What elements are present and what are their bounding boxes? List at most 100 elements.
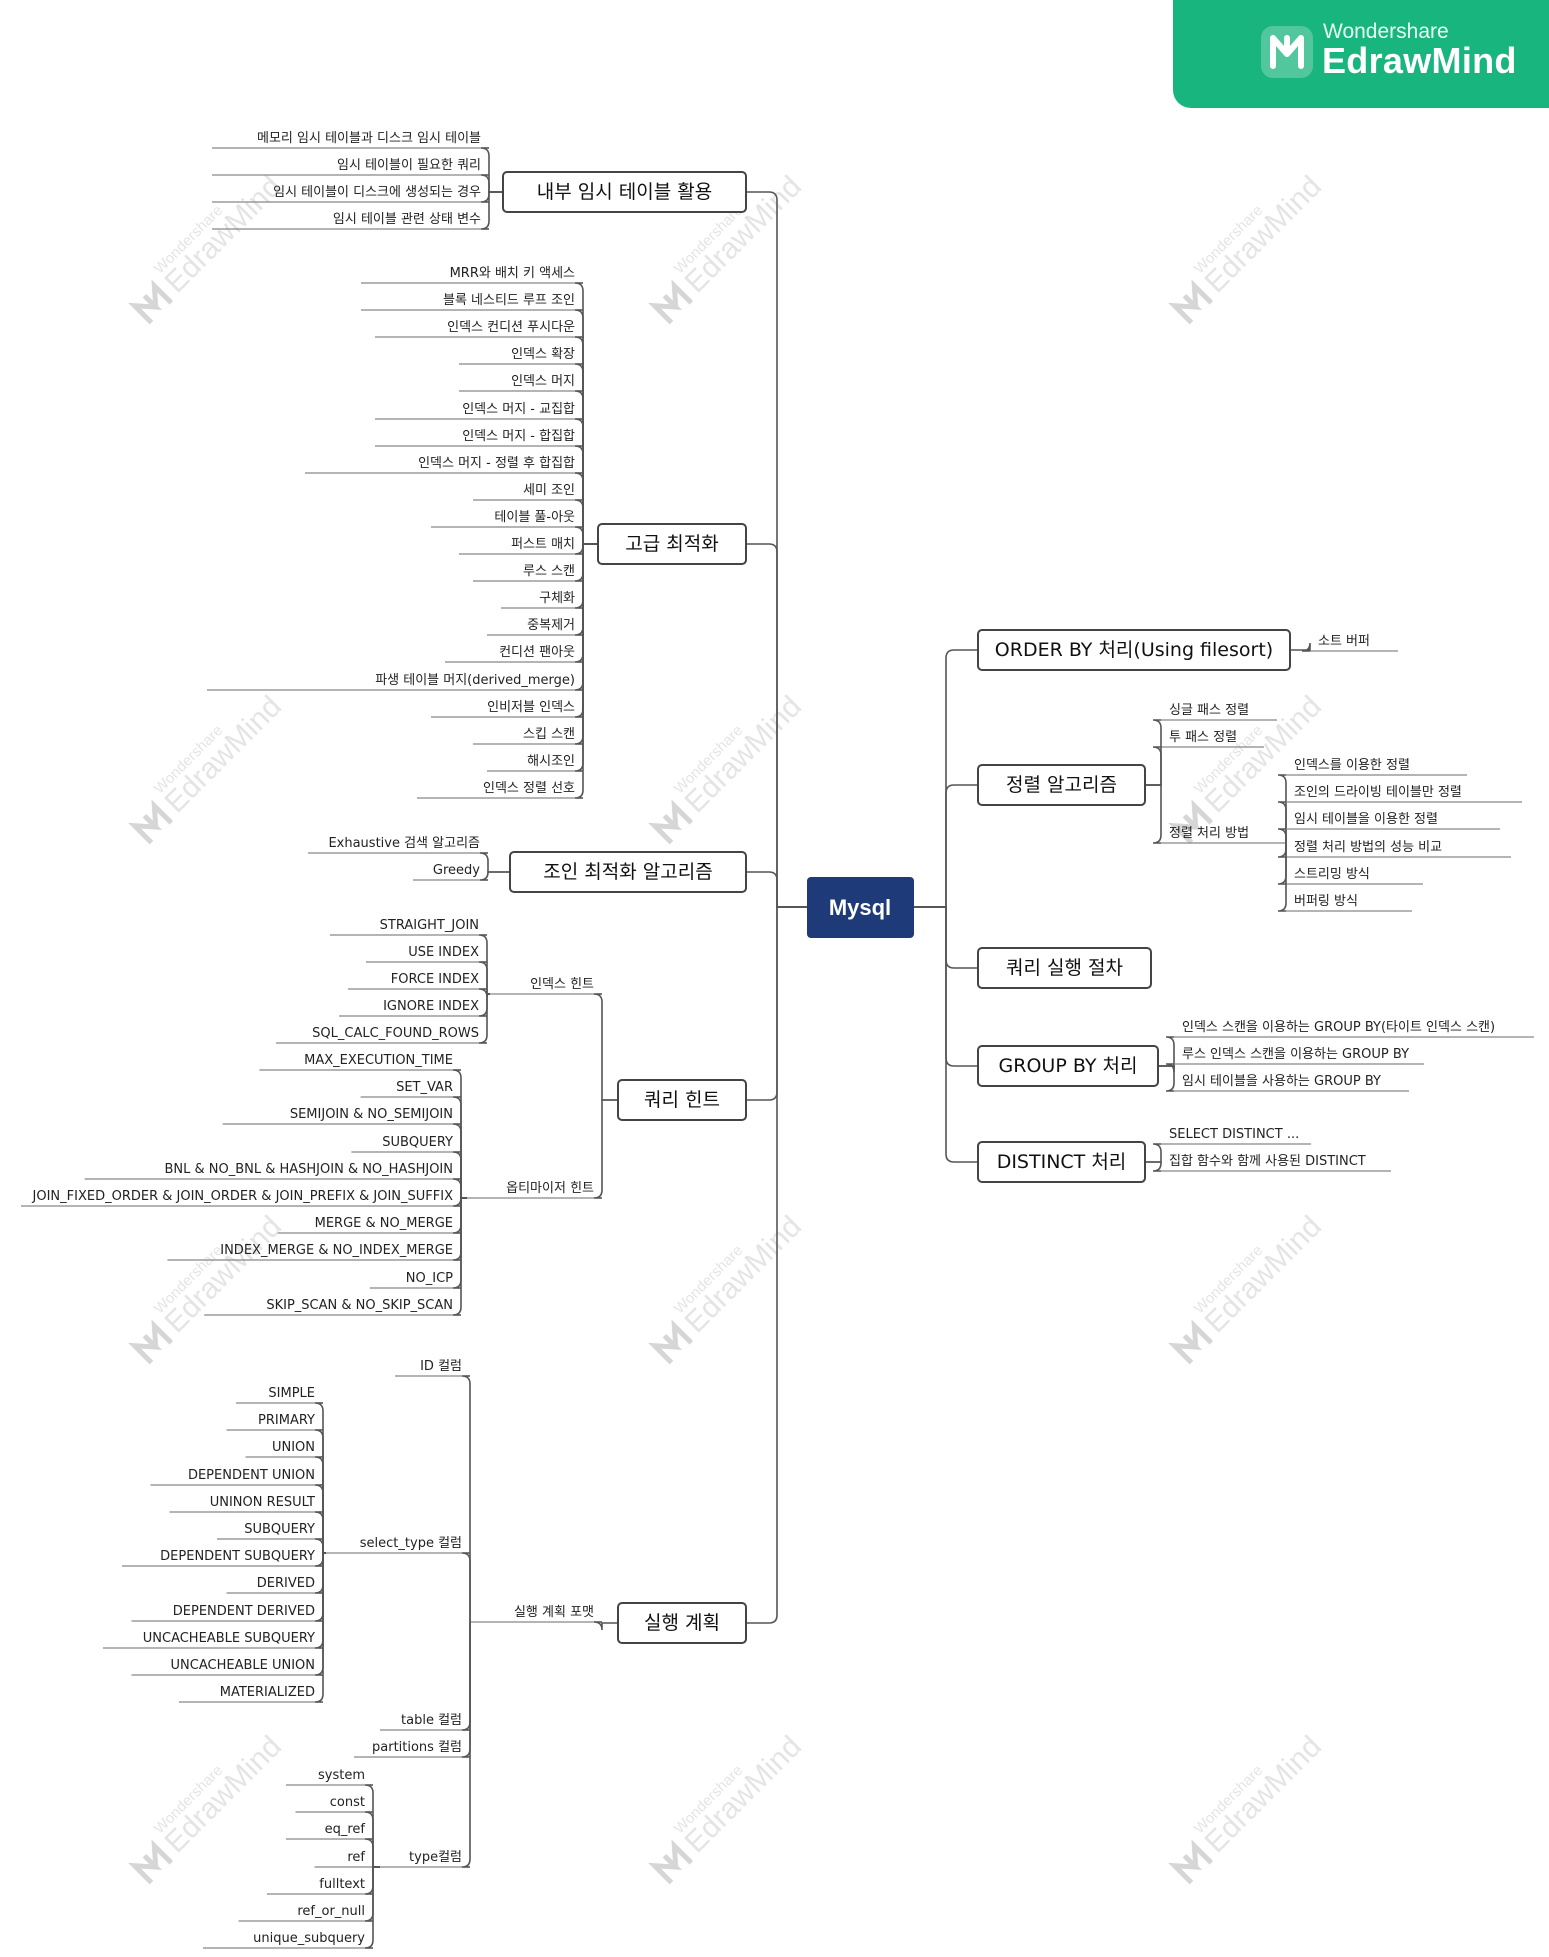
- advanced-item[interactable]: 구체화: [539, 591, 575, 606]
- advanced-item[interactable]: 퍼스트 매치: [511, 537, 575, 552]
- topic-hint[interactable]: 쿼리 힌트: [644, 1089, 720, 1111]
- advanced-item[interactable]: 파생 테이블 머지(derived_merge): [375, 673, 575, 688]
- topic-exec-box[interactable]: [977, 947, 1152, 989]
- optimizer-hint-item[interactable]: SET_VAR: [396, 1080, 453, 1095]
- advanced-item[interactable]: 컨디션 팬아웃: [499, 645, 575, 660]
- type-item[interactable]: ref_or_null: [297, 1904, 365, 1919]
- sort-method-item[interactable]: 조인의 드라이빙 테이블만 정렬: [1294, 785, 1462, 800]
- optimizer-hint-label[interactable]: 옵티마이저 힌트: [506, 1181, 594, 1196]
- advanced-item[interactable]: MRR와 배치 키 액세스: [450, 266, 575, 281]
- index-hint-item[interactable]: STRAIGHT_JOIN: [380, 918, 479, 933]
- sort-method-item[interactable]: 임시 테이블을 이용한 정렬: [1294, 812, 1438, 827]
- temp-table-item[interactable]: 임시 테이블이 디스크에 생성되는 경우: [273, 185, 481, 200]
- sort-method-label[interactable]: 정렬 처리 방법: [1169, 826, 1249, 841]
- plan-column-label[interactable]: partitions 컬럼: [372, 1740, 462, 1755]
- select-type-item[interactable]: UNION: [272, 1440, 315, 1455]
- advanced-item[interactable]: 인덱스 머지: [511, 374, 575, 389]
- topic-exec[interactable]: 쿼리 실행 절차: [1006, 957, 1123, 979]
- advanced-item[interactable]: 중복제거: [527, 618, 575, 633]
- topic-advanced[interactable]: 고급 최적화: [625, 533, 718, 555]
- sort-method-item[interactable]: 인덱스를 이용한 정렬: [1294, 758, 1410, 773]
- select-type-item[interactable]: MATERIALIZED: [220, 1685, 315, 1700]
- index-hint-label[interactable]: 인덱스 힌트: [530, 977, 594, 992]
- temp-table-item[interactable]: 임시 테이블 관련 상태 변수: [333, 212, 481, 227]
- sort-method-item[interactable]: 스트리밍 방식: [1294, 867, 1370, 882]
- advanced-item[interactable]: 스킵 스캔: [523, 727, 575, 742]
- advanced-item[interactable]: 세미 조인: [523, 483, 575, 498]
- root-node[interactable]: [807, 877, 914, 938]
- type-item[interactable]: ref: [347, 1850, 365, 1865]
- select-type-item[interactable]: DERIVED: [257, 1576, 315, 1591]
- topic-distinct-box[interactable]: [977, 1141, 1146, 1183]
- edrawmind-brand-banner[interactable]: Wondershare EdrawMind: [1173, 0, 1549, 108]
- temp-table-item[interactable]: 임시 테이블이 필요한 쿼리: [337, 158, 481, 173]
- sort-algo-item[interactable]: 투 패스 정렬: [1169, 730, 1237, 745]
- topic-advanced-box[interactable]: [597, 523, 747, 565]
- select-type-item[interactable]: SUBQUERY: [244, 1522, 315, 1537]
- topic-order-by-box[interactable]: [977, 629, 1291, 671]
- optimizer-hint-item[interactable]: JOIN_FIXED_ORDER & JOIN_ORDER & JOIN_PRE…: [32, 1189, 454, 1204]
- root-label[interactable]: Mysql: [829, 895, 891, 920]
- group-by-item[interactable]: 임시 테이블을 사용하는 GROUP BY: [1182, 1074, 1381, 1089]
- topic-hint-box[interactable]: [617, 1079, 747, 1121]
- advanced-item[interactable]: 인덱스 머지 - 합집합: [462, 429, 575, 444]
- advanced-item[interactable]: 인덱스 확장: [511, 347, 575, 362]
- type-item[interactable]: unique_subquery: [253, 1931, 365, 1946]
- index-hint-item[interactable]: FORCE INDEX: [391, 972, 479, 987]
- topic-plan[interactable]: 실행 계획: [644, 1612, 720, 1634]
- optimizer-hint-item[interactable]: BNL & NO_BNL & HASHJOIN & NO_HASHJOIN: [164, 1162, 453, 1177]
- optimizer-hint-item[interactable]: NO_ICP: [406, 1271, 453, 1286]
- topic-group-by[interactable]: GROUP BY 처리: [999, 1055, 1138, 1077]
- plan-column-label[interactable]: table 컬럼: [401, 1713, 462, 1728]
- topic-join[interactable]: 조인 최적화 알고리즘: [543, 861, 712, 883]
- sort-algo-item[interactable]: 싱글 패스 정렬: [1169, 703, 1249, 718]
- plan-format-label[interactable]: 실행 계획 포맷: [514, 1604, 594, 1620]
- type-item[interactable]: eq_ref: [325, 1822, 366, 1837]
- index-hint-item[interactable]: SQL_CALC_FOUND_ROWS: [312, 1026, 479, 1041]
- index-hint-item[interactable]: USE INDEX: [408, 945, 479, 960]
- topic-temp-table[interactable]: 내부 임시 테이블 활용: [537, 181, 712, 203]
- group-by-item[interactable]: 루스 인덱스 스캔을 이용하는 GROUP BY: [1182, 1047, 1409, 1062]
- select-type-item[interactable]: UNINON RESULT: [210, 1495, 315, 1510]
- topic-temp-table-box[interactable]: [502, 171, 747, 213]
- group-by-item[interactable]: 인덱스 스캔을 이용하는 GROUP BY(타이트 인덱스 스캔): [1182, 1020, 1495, 1035]
- type-item[interactable]: system: [318, 1768, 365, 1783]
- distinct-item[interactable]: 집합 함수와 함께 사용된 DISTINCT: [1169, 1154, 1366, 1169]
- select-type-item[interactable]: SIMPLE: [268, 1386, 315, 1401]
- index-hint-item[interactable]: IGNORE INDEX: [383, 999, 479, 1014]
- advanced-item[interactable]: 인덱스 컨디션 푸시다운: [447, 320, 575, 335]
- optimizer-hint-item[interactable]: INDEX_MERGE & NO_INDEX_MERGE: [220, 1243, 453, 1258]
- topic-group-by-box[interactable]: [977, 1045, 1159, 1087]
- advanced-item[interactable]: 해시조인: [527, 754, 575, 769]
- sort-method-item[interactable]: 정렬 처리 방법의 성능 비교: [1294, 840, 1442, 855]
- advanced-item[interactable]: 루스 스캔: [523, 564, 575, 579]
- order-by-item[interactable]: 소트 버퍼: [1318, 634, 1370, 649]
- advanced-item[interactable]: 인덱스 정렬 선호: [483, 781, 575, 796]
- optimizer-hint-item[interactable]: MERGE & NO_MERGE: [315, 1216, 453, 1231]
- type-item[interactable]: fulltext: [319, 1877, 365, 1892]
- join-algo-item[interactable]: Greedy: [433, 863, 480, 878]
- optimizer-hint-item[interactable]: MAX_EXECUTION_TIME: [304, 1053, 453, 1068]
- topic-sort-algo[interactable]: 정렬 알고리즘: [1006, 774, 1117, 796]
- topic-plan-box[interactable]: [617, 1602, 747, 1644]
- advanced-item[interactable]: 블록 네스티드 루프 조인: [443, 293, 575, 308]
- sort-method-item[interactable]: 버퍼링 방식: [1294, 894, 1358, 909]
- select-type-item[interactable]: DEPENDENT SUBQUERY: [160, 1549, 315, 1564]
- distinct-item[interactable]: SELECT DISTINCT ...: [1169, 1127, 1299, 1142]
- plan-column-label[interactable]: type컬럼: [409, 1850, 462, 1865]
- temp-table-item[interactable]: 메모리 임시 테이블과 디스크 임시 테이블: [257, 131, 481, 146]
- advanced-item[interactable]: 인비저블 인덱스: [487, 700, 575, 715]
- select-type-item[interactable]: DEPENDENT UNION: [188, 1468, 315, 1483]
- type-item[interactable]: const: [330, 1795, 365, 1810]
- optimizer-hint-item[interactable]: SEMIJOIN & NO_SEMIJOIN: [290, 1107, 453, 1122]
- topic-order-by[interactable]: ORDER BY 처리(Using filesort): [995, 639, 1273, 661]
- topic-sort-algo-box[interactable]: [977, 764, 1146, 806]
- select-type-item[interactable]: UNCACHEABLE UNION: [171, 1658, 315, 1673]
- advanced-item[interactable]: 인덱스 머지 - 교집합: [462, 402, 575, 417]
- optimizer-hint-item[interactable]: SUBQUERY: [382, 1135, 453, 1150]
- plan-column-label[interactable]: select_type 컬럼: [360, 1536, 462, 1551]
- plan-column-label[interactable]: ID 컬럼: [420, 1359, 462, 1374]
- advanced-item[interactable]: 테이블 풀-아웃: [494, 510, 575, 525]
- select-type-item[interactable]: PRIMARY: [258, 1413, 315, 1428]
- topic-join-box[interactable]: [509, 851, 747, 893]
